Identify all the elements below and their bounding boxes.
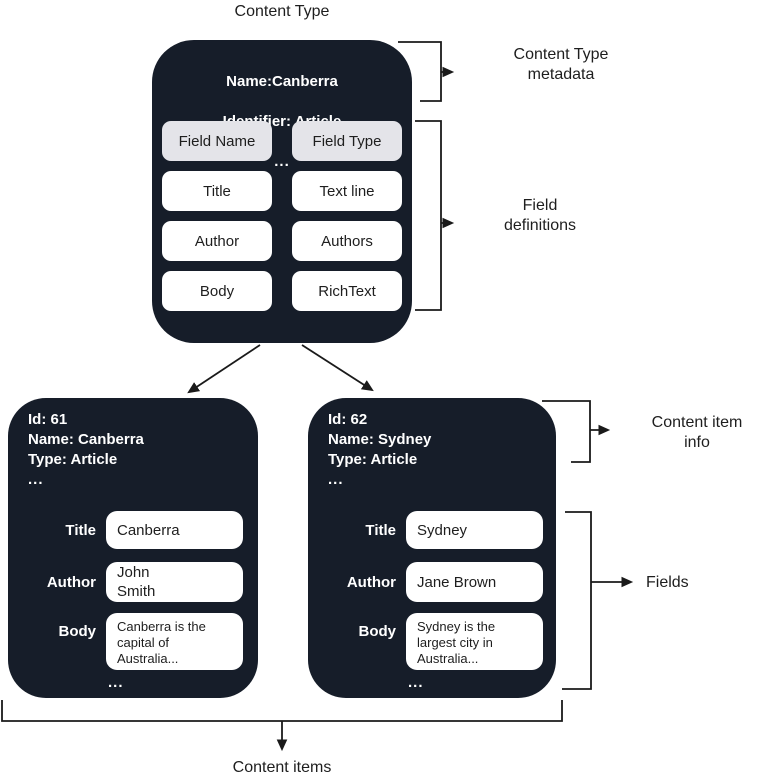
field-table-cell-author-type: Authors (292, 221, 402, 261)
field-table-more-ellipsis: ... (274, 345, 290, 362)
bracket-field-definitions (415, 120, 442, 311)
item-61-title-value: Canberra (106, 511, 243, 549)
content-item-box-62: Id: 62 Name: Sydney Type: Article ... Ti… (308, 398, 556, 698)
field-table-cell-body-name: Body (162, 271, 272, 311)
content-type-name: Name:Canberra (226, 73, 338, 90)
content-items-label: Content items (232, 759, 332, 776)
item-61-body-label: Body (58, 623, 97, 640)
field-table-cell-author-name: Author (162, 221, 272, 261)
field-table-cell-title-name: Title (162, 171, 272, 211)
content-type-metadata-label: Content Type metadata (513, 46, 609, 83)
item-62-id: Id: 62 (328, 411, 368, 428)
item-61-title-label: Title (65, 521, 96, 539)
item-62-name: Name: Sydney (328, 431, 432, 448)
field-table-header-type: Field Type (292, 121, 402, 161)
item-61-footer-ellipsis: ... (108, 674, 124, 691)
item-61-info-block: Id: 61 Name: Canberra Type: Article ... (28, 410, 144, 490)
fields-label: Fields (646, 574, 689, 591)
item-61-more-ellipsis: ... (28, 471, 44, 488)
item-62-author-value: Jane Brown (406, 562, 543, 602)
item-62-footer-ellipsis: ... (408, 674, 424, 691)
field-table-header-name: Field Name (162, 121, 272, 161)
item-62-title-value: Sydney (406, 511, 543, 549)
field-table-cell-title-type: Text line (292, 171, 402, 211)
item-61-author-value: John Smith (106, 562, 243, 602)
item-62-body-value: Sydney is the largest city in Australia.… (406, 613, 543, 670)
content-type-title: Content Type (234, 3, 330, 20)
field-table-cell-body-type: RichText (292, 271, 402, 311)
bracket-fields (562, 511, 592, 690)
content-item-info-label: Content item info (651, 414, 743, 451)
item-61-id: Id: 61 (28, 411, 68, 428)
content-type-box: Name:Canberra Identifier: Article ... Fi… (152, 40, 412, 362)
item-61-author-label: Author (46, 573, 96, 591)
item-61-type: Type: Article (28, 451, 118, 468)
content-type-more-ellipsis: ... (274, 153, 290, 170)
item-61-name: Name: Canberra (28, 431, 144, 448)
item-62-info-block: Id: 62 Name: Sydney Type: Article ... (328, 410, 431, 490)
item-62-type: Type: Article (328, 451, 418, 468)
item-62-author-label: Author (346, 573, 396, 591)
item-61-body-value: Canberra is the capital of Australia... (106, 613, 243, 670)
field-definitions-label: Field definitions (503, 197, 577, 234)
bracket-content-items (1, 700, 563, 722)
item-62-body-label: Body (358, 623, 397, 640)
content-item-box-61: Id: 61 Name: Canberra Type: Article ... … (8, 398, 258, 698)
item-62-more-ellipsis: ... (328, 471, 344, 488)
item-62-title-label: Title (365, 521, 396, 539)
